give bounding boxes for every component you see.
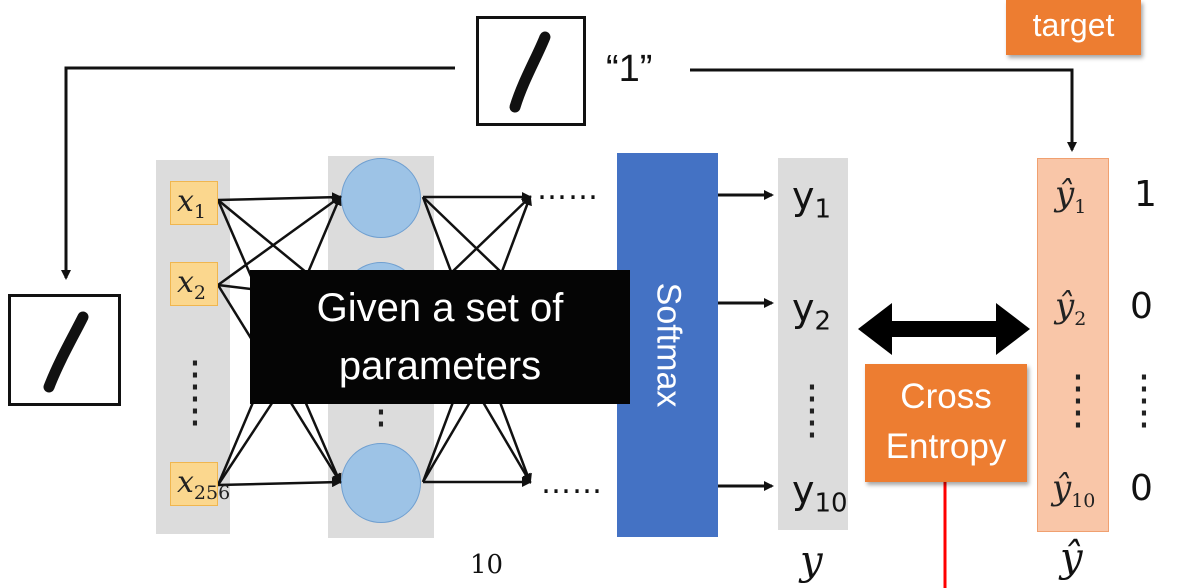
target-yhat2: ŷ2 (1055, 286, 1087, 330)
yhat-vector-label: ŷ (1060, 535, 1083, 581)
output-y10: y10 (792, 468, 848, 519)
handwritten-one-icon (43, 311, 89, 393)
caption-overlay: Given a set of parameters (250, 270, 630, 404)
target-value-2: 0 (1130, 286, 1153, 327)
input-x256: x256 (170, 462, 230, 506)
target-value-10: 0 (1130, 468, 1153, 509)
handwritten-one-icon (509, 31, 551, 113)
hidden-node-top (341, 158, 421, 238)
quote-label: “1” (606, 48, 653, 90)
caption-text: Given a set of parameters (316, 286, 564, 388)
target-badge: target (1006, 0, 1141, 55)
cross-entropy-line1: Cross (900, 377, 992, 416)
bottom-horizontal-ellipsis: …… (541, 466, 603, 501)
compare-double-arrow (858, 303, 1030, 355)
input-x2: x2 (170, 262, 218, 306)
input-x1: x1 (170, 181, 218, 225)
hidden-node-bottom (341, 443, 421, 523)
layer-size-label: 10 (470, 550, 504, 580)
digit-image-left (8, 294, 121, 406)
target-value-1: 1 (1134, 174, 1157, 215)
cross-entropy-box: Cross Entropy (865, 364, 1027, 482)
target-yhat1: ŷ1 (1055, 174, 1087, 218)
softmax-block: Softmax (617, 153, 718, 537)
target-column (1037, 158, 1109, 532)
digit-image-top (476, 16, 586, 126)
output-y2: y2 (792, 286, 832, 337)
target-yhat10: ŷ10 (1052, 468, 1096, 512)
cross-entropy-line2: Entropy (885, 427, 1007, 466)
output-vertical-ellipsis: ····· (805, 365, 819, 459)
top-horizontal-ellipsis: …… (537, 172, 599, 207)
target-values-vertical-ellipsis: ····· (1137, 355, 1151, 449)
output-y1: y1 (792, 174, 832, 225)
target-vertical-ellipsis: ····· (1071, 355, 1085, 449)
output-layer-column (778, 158, 848, 530)
y-vector-label: y (800, 538, 823, 584)
input-vertical-ellipsis: ······ (188, 341, 202, 447)
